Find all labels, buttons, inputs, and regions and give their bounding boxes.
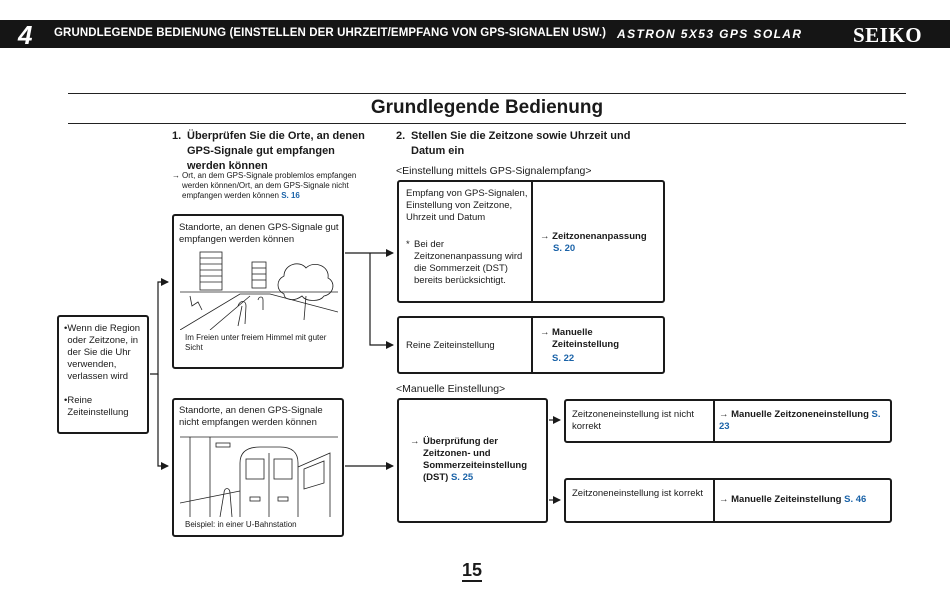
situation-item-region: • Wenn die Region oder Zeitzone, in der …: [64, 323, 143, 383]
arrow-icon: →: [540, 231, 550, 242]
gps-full-ref[interactable]: S. 20: [553, 243, 576, 254]
divider: [713, 480, 715, 521]
bad-reception-title: Standorte, an denen GPS-Signale nicht em…: [179, 405, 323, 428]
zone-wrong-text: Zeitzoneneinstellung ist nicht korrekt: [572, 409, 694, 432]
step1-note: Ort, an dem GPS-Signale problemlos empfa…: [182, 171, 362, 201]
divider: [531, 182, 533, 301]
situation-box: • Wenn die Region oder Zeitzone, in der …: [57, 315, 149, 434]
zone-right-box: Zeitzoneneinstellung ist korrekt → Manue…: [564, 478, 892, 523]
header-title: GRUNDLEGENDE BEDIENUNG (EINSTELLEN DER U…: [54, 27, 607, 39]
arrow-icon: →: [540, 327, 550, 338]
bullet: •: [64, 395, 68, 406]
title-rule-top: [68, 93, 906, 94]
good-reception-box: Standorte, an denen GPS-Signale gut empf…: [172, 214, 344, 369]
header-bar: [0, 20, 950, 48]
bracket-open: <: [396, 383, 403, 395]
dst-check-content: Überprüfung der Zeitzonen- und Sommerzei…: [423, 436, 546, 484]
bracket-close: >: [499, 383, 506, 395]
step1-number: 1.: [172, 130, 182, 142]
arrow-icon: →: [410, 436, 420, 447]
manual-section-label-text: Manuelle Einstellung: [402, 383, 500, 395]
zone-right-action[interactable]: → Manuelle Zeiteinstellung S. 46: [719, 494, 891, 506]
dst-check-label: Überprüfung der Zeitzonen- und Sommerzei…: [423, 436, 527, 483]
gps-full-text: Empfang von GPS-Signalen, Einstellung vo…: [406, 188, 528, 223]
arrow-left-to-bad: [157, 374, 169, 470]
divider: [713, 401, 715, 441]
bad-reception-caption: Beispiel: in einer U-Bahnstation: [185, 520, 297, 529]
page-number: 15: [462, 560, 483, 582]
outdoor-illustration: [180, 251, 338, 330]
zone-right-text: Zeitzoneneinstellung ist korrekt: [572, 488, 703, 499]
zone-wrong-box: Zeitzoneneinstellung ist nicht korrekt →…: [564, 399, 892, 443]
bullet: •: [64, 323, 68, 334]
step2-number: 2.: [396, 130, 406, 142]
arrow-good-to-time: [369, 253, 394, 349]
step1-note-arrow: →: [172, 171, 180, 180]
gps-time-action-row: → Manuelle Zeiteinstellung: [540, 327, 664, 351]
zone-wrong-action[interactable]: → Manuelle Zeitzoneneinstellung S. 23: [719, 409, 889, 433]
situation-item-region-text: Wenn die Region oder Zeitzone, in der Si…: [67, 323, 141, 382]
dst-check-ref[interactable]: S. 25: [450, 472, 474, 483]
bracket-open: <: [396, 165, 403, 177]
arrow-left-to-good: [150, 278, 169, 375]
gps-time-text: Reine Zeiteinstellung: [406, 340, 495, 351]
gps-full-note: * Bei der Zeitzonenanpassung wird die So…: [406, 239, 528, 287]
step1-heading: Überprüfen Sie die Orte, an denen GPS-Si…: [187, 130, 365, 172]
dst-check-box[interactable]: → Überprüfung der Zeitzonen- und Sommerz…: [397, 398, 548, 523]
step1-note-text: Ort, an dem GPS-Signale problemlos empfa…: [182, 171, 357, 200]
arrow-icon: →: [719, 494, 729, 505]
dst-check-action: → Überprüfung der Zeitzonen- und Sommerz…: [410, 436, 546, 484]
bad-reception-box: Standorte, an denen GPS-Signale nicht em…: [172, 398, 344, 537]
title-rule-bottom: [68, 123, 906, 124]
gps-time-ref[interactable]: S. 22: [552, 353, 575, 364]
brand-logo: SEIKO: [853, 23, 923, 47]
arrow-icon: →: [719, 409, 729, 420]
gps-time-box: Reine Zeiteinstellung → Manuelle Zeitein…: [397, 316, 665, 374]
good-reception-caption: Im Freien unter freiem Himmel mit guter …: [185, 333, 327, 352]
model-name: ASTRON 5X53 GPS SOLAR: [617, 27, 803, 41]
gps-full-note-text: Bei der Zeitzonenanpassung wird die Somm…: [414, 239, 523, 286]
divider: [531, 318, 533, 372]
page-title: Grundlegende Bedienung: [370, 97, 604, 118]
gps-time-action[interactable]: → Manuelle Zeiteinstellung S. 22: [540, 327, 664, 365]
step2-heading: Stellen Sie die Zeitzone sowie Uhrzeit u…: [411, 130, 631, 157]
step1-note-ref[interactable]: S. 16: [281, 191, 300, 200]
zone-right-action-label: Manuelle Zeiteinstellung: [731, 494, 842, 505]
asterisk: *: [406, 239, 410, 250]
gps-full-action[interactable]: → Zeitzonenanpassung S. 20: [540, 231, 664, 255]
zone-wrong-ref[interactable]: S. 23: [719, 409, 881, 432]
gps-time-action-label: Manuelle Zeiteinstellung: [552, 327, 620, 350]
bracket-close: >: [585, 165, 592, 177]
zone-wrong-action-label: Manuelle Zeitzoneneinstellung: [731, 409, 869, 420]
manual-section-label: <Manuelle Einstellung>: [396, 383, 505, 395]
zone-right-ref[interactable]: S. 46: [844, 494, 867, 505]
gps-section-label: <Einstellung mittels GPS-Signalempfang>: [396, 165, 592, 177]
subway-illustration: [180, 436, 338, 517]
gps-full-action-label: Zeitzonenanpassung: [552, 231, 647, 242]
chapter-number: 4: [18, 20, 33, 50]
good-reception-title: Standorte, an denen GPS-Signale gut empf…: [179, 222, 339, 245]
situation-item-time-text: Reine Zeiteinstellung: [67, 395, 129, 418]
situation-item-time: • Reine Zeiteinstellung: [64, 395, 143, 419]
gps-section-label-text: Einstellung mittels GPS-Signalempfang: [402, 165, 586, 177]
gps-full-box: Empfang von GPS-Signalen, Einstellung vo…: [397, 180, 665, 303]
